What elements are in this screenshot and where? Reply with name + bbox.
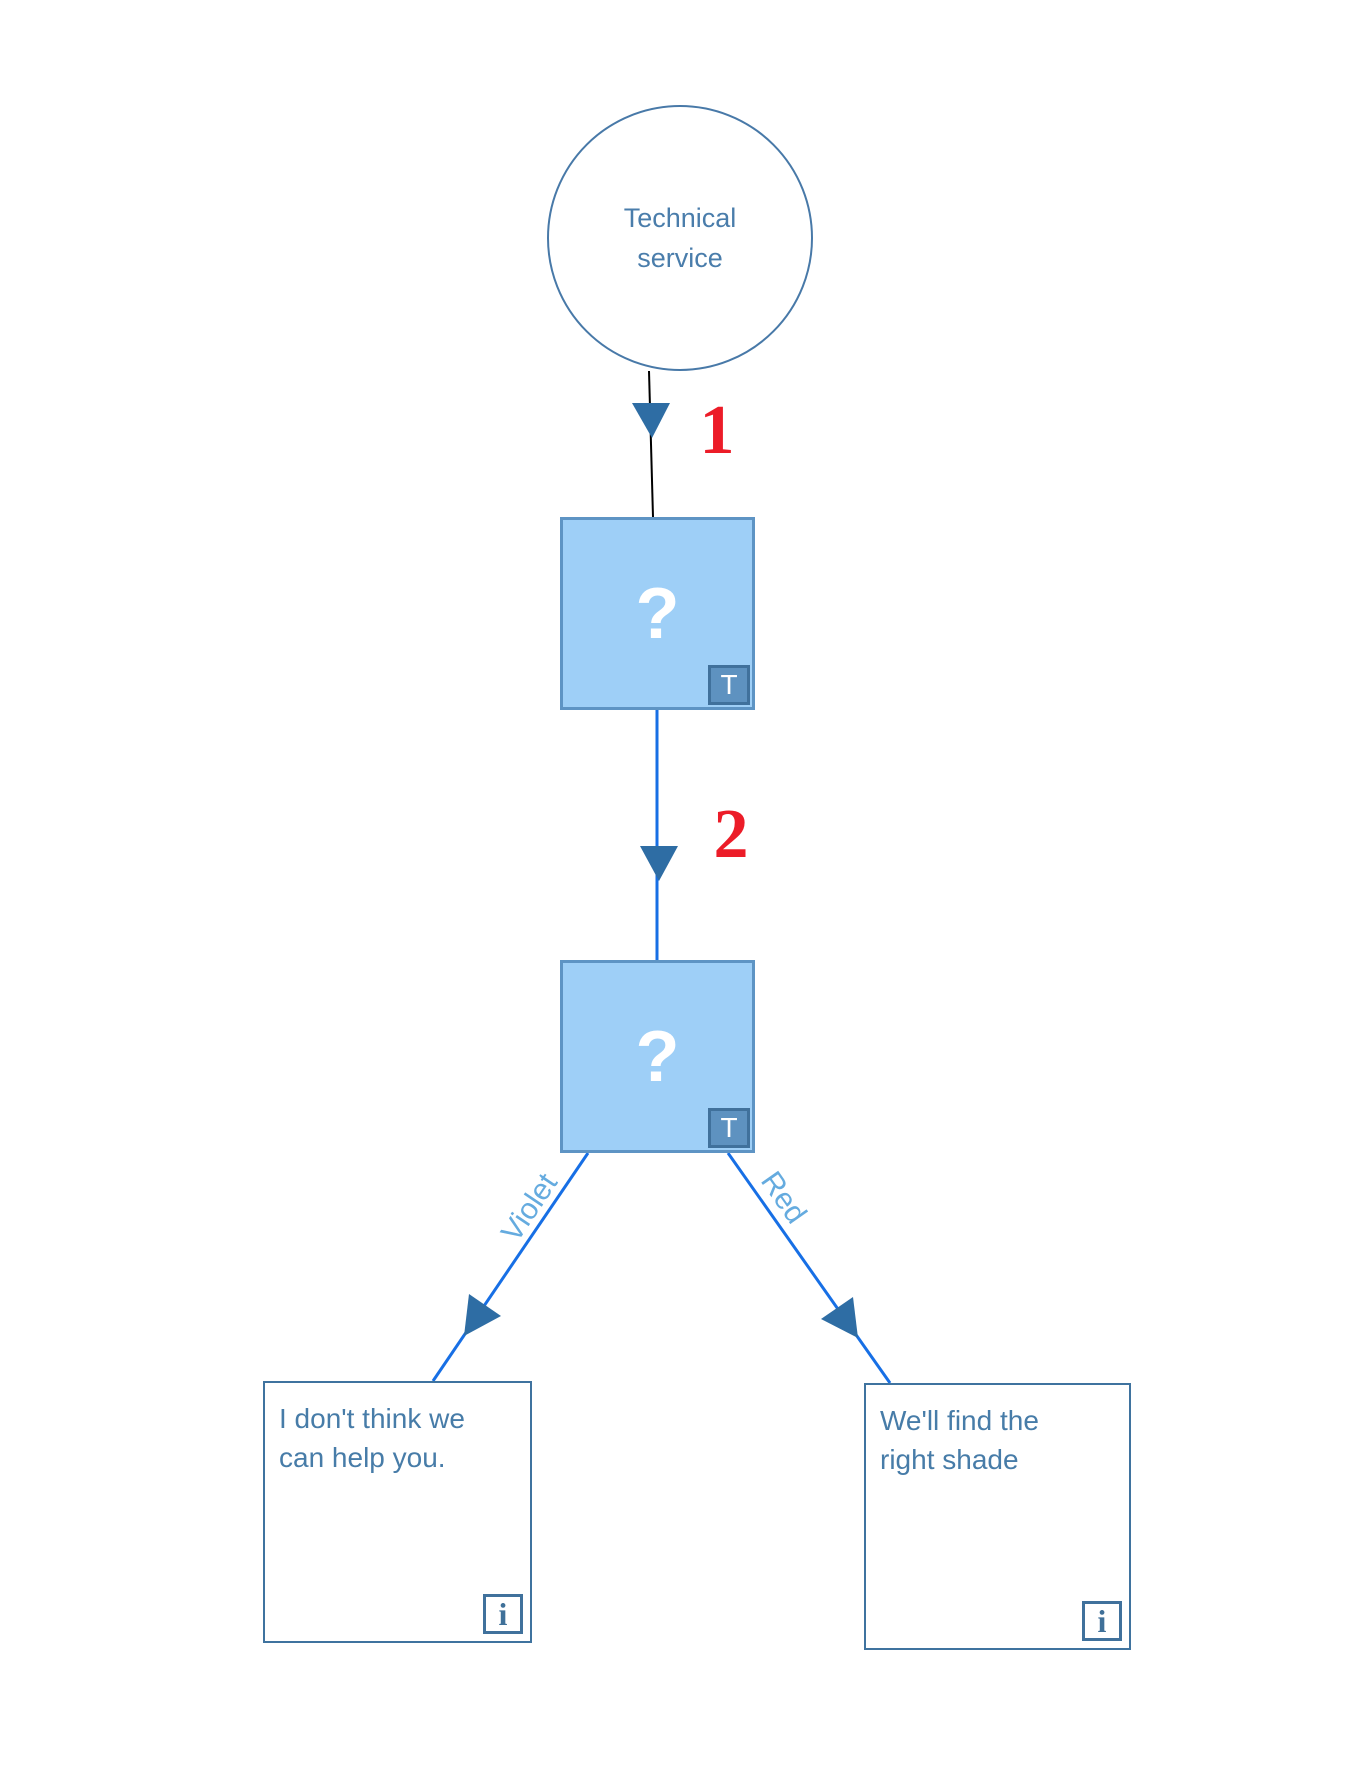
info-icon-glyph: i xyxy=(498,1595,508,1632)
info-icon-glyph: i xyxy=(1097,1602,1107,1639)
step-2-number: 2 xyxy=(713,796,749,873)
edge-1-line xyxy=(648,370,654,518)
question-task-1[interactable]: ? T xyxy=(560,517,755,710)
question-mark-icon: ? xyxy=(635,573,680,654)
question-mark-icon: ? xyxy=(635,1016,680,1097)
edge-violet-line xyxy=(431,1152,590,1382)
result-text-left: I don't think we can help you. xyxy=(279,1403,465,1473)
info-icon: i xyxy=(483,1594,523,1634)
edge-red-line xyxy=(726,1152,892,1384)
edge-1-arrowhead xyxy=(632,403,670,438)
question-task-2[interactable]: ? T xyxy=(560,960,755,1153)
result-node-left[interactable]: I don't think we can help you. i xyxy=(263,1381,532,1643)
edge-2-arrowhead xyxy=(640,846,678,881)
task-type-badge-icon: T xyxy=(708,1108,750,1148)
task-type-badge-icon: T xyxy=(708,665,750,705)
edge-red-arrowhead xyxy=(821,1297,858,1338)
start-event-node[interactable]: Technical service xyxy=(547,105,813,371)
info-icon: i xyxy=(1082,1601,1122,1641)
result-text-right: We'll find the right shade xyxy=(880,1405,1039,1475)
start-event-label: Technical service xyxy=(623,203,737,273)
edge-violet-arrowhead xyxy=(464,1294,501,1336)
step-1-number: 1 xyxy=(699,392,735,469)
result-node-right[interactable]: We'll find the right shade i xyxy=(864,1383,1131,1650)
